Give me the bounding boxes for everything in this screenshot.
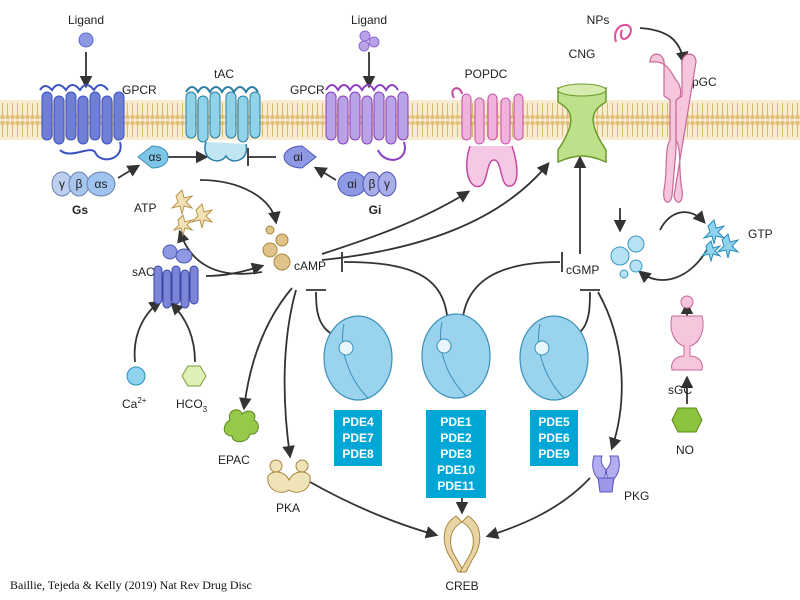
tac-adenylyl-cyclase: tAC	[185, 67, 261, 162]
pka-protein: PKA	[267, 459, 311, 515]
gs-alpha-subunit: αs	[95, 177, 108, 191]
creb-protein: CREB	[443, 515, 481, 593]
cng-label: CNG	[569, 47, 596, 61]
gi-alpha-subunit: αi	[347, 177, 357, 191]
citation: Baillie, Tejeda & Kelly (2019) Nat Rev D…	[10, 578, 252, 592]
camp-molecules: cAMP	[262, 225, 326, 273]
pde-member: PDE5	[538, 415, 570, 429]
ligand-left-label: Ligand	[68, 13, 104, 27]
pde-member: PDE11	[437, 479, 475, 493]
gtp-molecules: GTP	[700, 219, 773, 263]
alpha-i-free-label: αi	[293, 150, 303, 164]
pgc-label: pGC	[692, 75, 717, 89]
sac-label: sAC	[132, 265, 155, 279]
hco3-label: HCO3	[176, 397, 208, 414]
pka-label: PKA	[276, 501, 300, 515]
atp-label: ATP	[134, 201, 156, 215]
popdc-protein: POPDC	[451, 67, 524, 188]
gs-label: Gs	[72, 203, 88, 217]
sgc-soluble-guanylyl-cyclase: sGC	[668, 295, 704, 397]
cng-channel: CNG	[557, 47, 607, 164]
pkg-protein: PKG	[592, 455, 649, 503]
gs-protein: γ β αs Gs	[51, 171, 116, 217]
epac-protein: EPAC	[218, 409, 259, 467]
tac-label: tAC	[214, 67, 234, 81]
gpcr-right-label: GPCR	[290, 83, 325, 97]
gpcr-gs-receptor: GPCR	[39, 83, 157, 161]
atp-molecules: ATP	[134, 189, 214, 237]
alpha-s-subunit-free: αs	[137, 145, 169, 169]
pde-member: PDE7	[342, 431, 374, 445]
cgmp-label: cGMP	[566, 263, 599, 277]
nitric-oxide: NO	[671, 407, 703, 457]
gs-beta-subunit: β	[76, 177, 83, 191]
gi-protein: αi β γ Gi	[337, 171, 397, 217]
pde-member: PDE9	[538, 447, 570, 461]
nps-label: NPs	[587, 13, 610, 27]
creb-label: CREB	[445, 579, 478, 593]
gi-beta-subunit: β	[369, 177, 376, 191]
ligand-right: Ligand	[351, 13, 387, 52]
pde-enzyme-left	[323, 315, 393, 401]
pde-member: PDE8	[342, 447, 374, 461]
pde-label-box-right: PDE5 PDE6 PDE9	[530, 410, 578, 466]
bicarbonate-ion: HCO3	[176, 365, 208, 414]
natriuretic-peptides: NPs	[587, 13, 632, 43]
pde-enzyme-right	[519, 315, 589, 401]
pgc-guanylyl-cyclase: pGC	[649, 53, 717, 203]
alpha-i-subunit-free: αi	[283, 145, 317, 169]
popdc-label: POPDC	[465, 67, 508, 81]
pde-member: PDE3	[440, 447, 472, 461]
sac-soluble-adenylyl-cyclase: sAC	[132, 244, 199, 309]
pde-label-box-middle: PDE1 PDE2 PDE3 PDE10 PDE11	[426, 410, 486, 498]
pde-member: PDE2	[440, 431, 472, 445]
epac-label: EPAC	[218, 453, 250, 467]
pde-enzyme-middle	[421, 313, 491, 399]
gi-gamma-subunit: γ	[384, 177, 390, 191]
ligand-right-label: Ligand	[351, 13, 387, 27]
pde-member: PDE1	[440, 415, 472, 429]
gs-gamma-subunit: γ	[59, 177, 65, 191]
calcium-ion: Ca2+	[122, 366, 147, 411]
pkg-label: PKG	[624, 489, 649, 503]
ligand-left: Ligand	[68, 13, 104, 48]
gi-label: Gi	[369, 203, 382, 217]
ca-label: Ca2+	[122, 396, 147, 411]
alpha-s-free-label: αs	[149, 150, 162, 164]
no-label: NO	[676, 443, 694, 457]
cgmp-molecules: cGMP	[566, 235, 645, 279]
camp-label: cAMP	[294, 259, 326, 273]
gpcr-gi-receptor: GPCR	[290, 83, 409, 161]
pde-label-box-left: PDE4 PDE7 PDE8	[334, 410, 382, 466]
gpcr-left-label: GPCR	[122, 83, 157, 97]
gtp-label: GTP	[748, 227, 773, 241]
pde-member: PDE10	[437, 463, 475, 477]
pde-member: PDE6	[538, 431, 570, 445]
pde-member: PDE4	[342, 415, 374, 429]
sgc-label: sGC	[668, 383, 692, 397]
